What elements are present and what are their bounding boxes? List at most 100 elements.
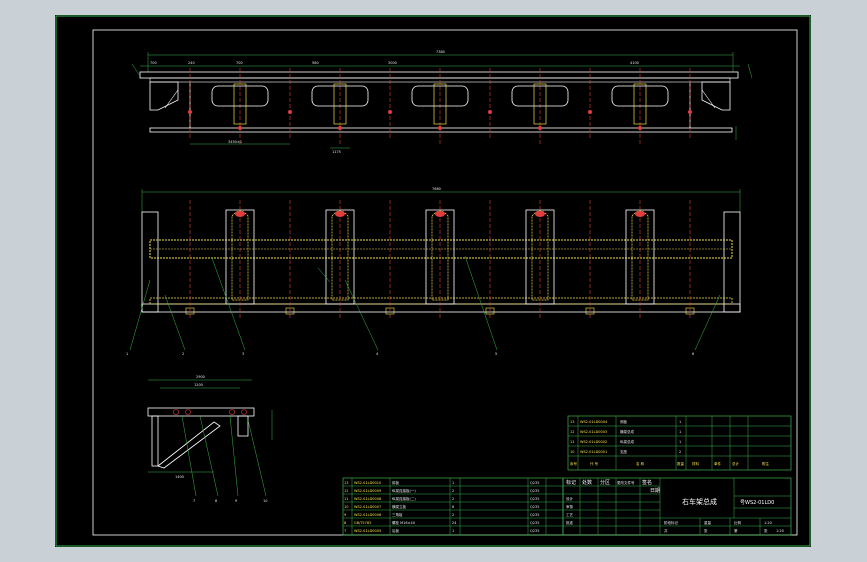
bom-lower-mat: Q235 [530, 497, 539, 501]
bom-lower-qty: 2 [452, 489, 454, 493]
tb-weight: 重量 [704, 520, 712, 525]
bom-upper-row: 11 WS2-01LD0002 纵梁总成 1 [570, 439, 681, 444]
tb-label-sign: 签名 [642, 479, 652, 486]
bom-lower-no: 13 [344, 481, 348, 485]
side-elevation-view: 7380 700 240 700 580 3000 4100 [131, 50, 753, 154]
bom-lower-row: 11 WS2-01LD0008 纵梁连接板(二) 2 Q235 [344, 496, 539, 501]
balloon-7: 7 [193, 499, 195, 503]
dim-top-left-b: 240 [188, 61, 195, 65]
tb-role-review: 审核 [566, 504, 574, 509]
bom-upper-row: 13 WS2-01LD0004 侧板 1 [570, 419, 681, 424]
bom-upper-qty: 1 [679, 440, 681, 444]
bom-upper-hdr-unit: 单件 [714, 461, 722, 466]
bom-upper-code: WS2-01LD0003 [580, 430, 607, 434]
bom-upper-no: 11 [570, 440, 574, 444]
bom-lower-mat: Q235 [530, 489, 539, 493]
tb-label-mark: 标记 [566, 479, 576, 486]
bom-lower-mat: Q235 [530, 505, 539, 509]
bom-upper-code: WS2-01LD0004 [580, 420, 608, 424]
bom-upper-hdr-no: 序号 [570, 461, 578, 466]
bom-lower-mat: Q235 [530, 529, 539, 533]
dim-detail-inner: 1200 [194, 383, 203, 387]
tb-role-design: 设计 [566, 496, 574, 501]
bom-lower-no: 12 [344, 489, 348, 493]
bom-upper-qty: 2 [679, 450, 681, 454]
tb-label-zone: 分区 [600, 479, 610, 486]
bom-upper-row: 10 WS2-01LD0001 支座 2 [570, 449, 681, 454]
tb-role-process: 工艺 [566, 512, 574, 517]
balloon-2: 2 [182, 352, 184, 356]
bom-upper-hdr-code: 代 号 [590, 461, 599, 466]
bom-lower-code: WS2-01LD0007 [354, 505, 381, 509]
drawing-title: 右车架总成 [682, 497, 717, 506]
plan-view: 7680 [126, 187, 741, 356]
bom-lower-name: 前板 [392, 480, 400, 485]
bom-lower-qty: 1 [452, 529, 454, 533]
bom-upper-hdr-name: 名 称 [636, 461, 645, 466]
tb-label-count: 处数 [582, 479, 592, 486]
plan-balloons: 1 2 3 4 5 6 [126, 352, 694, 356]
bom-upper-code: WS2-01LD0001 [580, 450, 607, 454]
outer-frame [55, 15, 811, 547]
bom-lower-qty: 2 [452, 513, 454, 517]
bom-upper-header: 序号 代 号 名 称 数量 材料 单件 总计 附注 [570, 461, 770, 466]
tb-scale-label: 比例 [734, 520, 742, 525]
dim-bottom-mid: 1175 [332, 150, 341, 154]
bom-upper-qty: 1 [679, 430, 681, 434]
dim-top-mid-c: 3000 [388, 61, 397, 65]
tb-total: 共 [664, 528, 668, 533]
tb-sheets-b: 张 [764, 528, 768, 533]
bom-lower-code: WS2-01LD0009 [354, 489, 381, 493]
dim-detail-bottom: 1400 [175, 475, 184, 479]
bom-lower-name: 螺栓 M16×40 [392, 520, 415, 525]
bom-lower-mat: Q235 [530, 481, 539, 485]
bom-lower-code: WS2-01LD0006 [354, 513, 381, 517]
bom-upper-no: 10 [570, 450, 574, 454]
bom-upper-name: 纵梁总成 [620, 439, 634, 444]
bom-lower-mat: Q235 [530, 521, 539, 525]
bom-lower-mat: Q235 [530, 513, 539, 517]
tb-scale-value: 1:20 [764, 521, 772, 525]
bom-lower-name: 三角板 [392, 512, 403, 517]
dim-top-mid-b: 580 [312, 61, 319, 65]
bom-lower-qty: 6 [452, 505, 454, 509]
bom-lower-no: 10 [344, 505, 348, 509]
tb-label-change: 更改文件号 [617, 480, 635, 485]
title-block: 标记 处数 分区 更改文件号 签名 日期 设计 审核 工艺 批准 右车架总成 号… [562, 477, 792, 536]
bom-upper-code: WS2-01LD0002 [580, 440, 607, 444]
bom-lower-qty: 1 [452, 481, 454, 485]
dim-top-overall: 7380 [436, 50, 445, 54]
bom-lower-name: 纵梁连接板(二) [392, 496, 416, 501]
bom-upper-qty: 1 [679, 420, 681, 424]
bom-lower-no: 11 [344, 497, 348, 501]
bom-upper-hdr-qty: 数量 [677, 461, 685, 466]
balloon-5: 5 [495, 352, 497, 356]
bom-upper-no: 13 [570, 420, 574, 424]
dim-top-right: 4100 [630, 61, 639, 65]
bom-upper-name: 支座 [620, 449, 628, 454]
bom-upper-hdr-mat: 材料 [692, 461, 700, 466]
balloon-1: 1 [126, 352, 128, 356]
balloon-3: 3 [242, 352, 244, 356]
bom-lower-name: 纵梁连接板(一) [392, 488, 416, 493]
dim-top-left-a: 700 [150, 61, 157, 65]
bom-lower-name: 横梁立板 [392, 504, 406, 509]
bom-lower-qty: 2 [452, 497, 454, 501]
dim-bottom-left: 3450±1 [228, 140, 242, 144]
bom-upper-name: 侧板 [620, 419, 628, 424]
dim-detail-overall: 2900 [196, 375, 205, 379]
bom-lower-no: 8 [344, 521, 346, 525]
bom-upper-no: 12 [570, 430, 574, 434]
bom-upper-hdr-total: 总计 [732, 461, 740, 466]
bom-lower-code: WS2-01LD0008 [354, 497, 381, 501]
dim-top-mid-a: 700 [236, 61, 243, 65]
balloon-9: 9 [235, 499, 237, 503]
drawing-number: 号WS2-01LD0 [740, 500, 774, 506]
